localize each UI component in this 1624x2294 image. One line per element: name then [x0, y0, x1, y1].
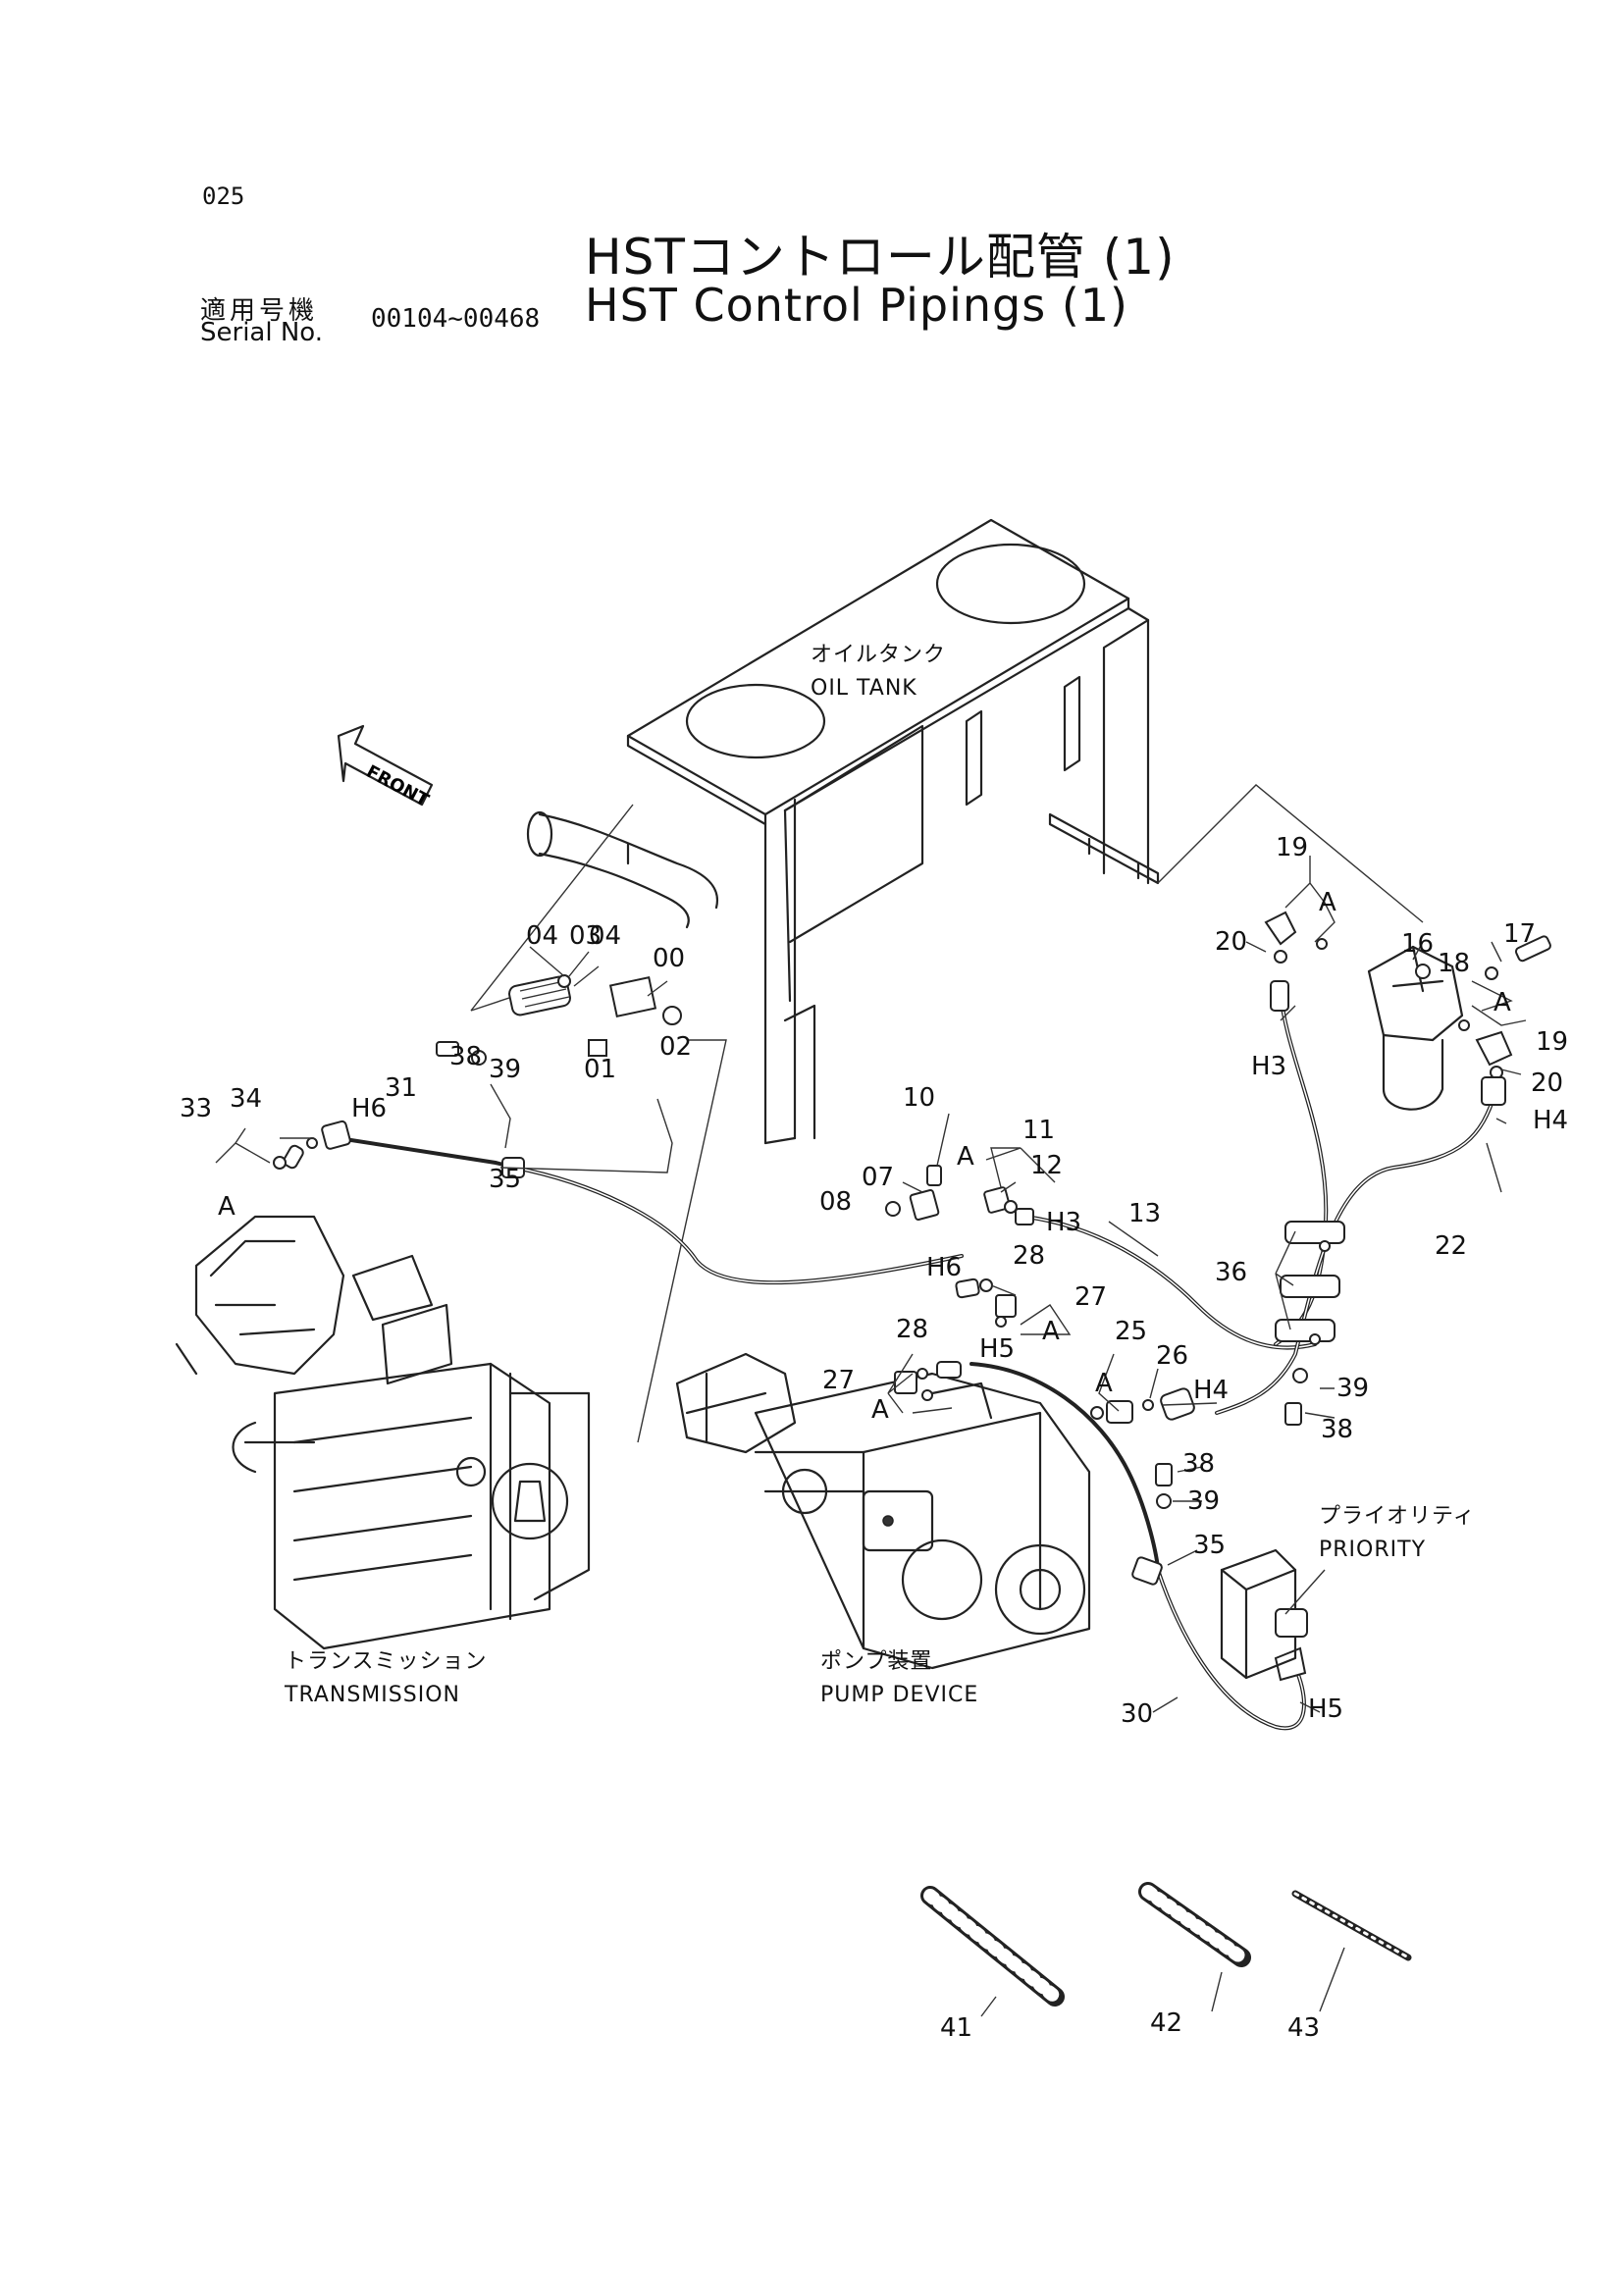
part-callout-27: 27 — [822, 1366, 855, 1395]
transmission-body — [175, 1215, 591, 1650]
part-callout-39: 39 — [1336, 1374, 1369, 1403]
part-callout-17: 17 — [1503, 919, 1536, 949]
transmission-label-jp: トランスミッション — [285, 1649, 488, 1674]
view-marker-a: A — [218, 1192, 236, 1222]
part-callout-10: 10 — [903, 1083, 935, 1113]
part-callout-36: 36 — [1215, 1258, 1247, 1287]
front-arrow-label: FRONT — [363, 761, 433, 811]
clamp-bolt-upper — [436, 1041, 487, 1066]
view-marker-a: A — [1042, 1317, 1060, 1346]
part-callout-31: 31 — [385, 1073, 417, 1103]
pump-device-label-en: PUMP DEVICE — [820, 1683, 978, 1707]
part-callout-30: 30 — [1121, 1699, 1153, 1729]
serial-label-japanese: 適用号機 — [200, 296, 319, 326]
view-marker-a: A — [1493, 988, 1511, 1017]
page-title-japanese: HSTコントロール配管 (1) — [585, 229, 1176, 286]
spare-sleeves — [920, 1882, 1412, 2007]
part-callout-26: 26 — [1156, 1341, 1188, 1371]
part-callout-16: 16 — [1401, 929, 1434, 959]
part-callout-11: 11 — [1022, 1116, 1055, 1145]
transmission-label-en: TRANSMISSION — [284, 1683, 460, 1707]
part-callout-03: 03 — [569, 921, 602, 951]
page-title-english: HST Control Pipings (1) — [585, 279, 1128, 332]
part-callout-08: 08 — [819, 1187, 852, 1217]
part-callout-38: 38 — [449, 1042, 482, 1071]
hose-callout-h5: H5 — [1308, 1694, 1343, 1724]
part-callout-00: 00 — [653, 944, 685, 973]
priority-valve — [1220, 1548, 1308, 1680]
part-callout-43: 43 — [1287, 2013, 1320, 2043]
part-callout-28: 28 — [896, 1315, 928, 1344]
view-marker-a: A — [871, 1395, 889, 1425]
part-callout-07: 07 — [862, 1163, 894, 1192]
part-callout-33: 33 — [180, 1094, 212, 1123]
part-callout-12: 12 — [1030, 1151, 1063, 1180]
filter-16 — [1367, 945, 1464, 1111]
part-callout-04: 04 — [589, 921, 621, 951]
part-callout-35: 35 — [1193, 1531, 1226, 1560]
part-callout-01: 01 — [584, 1055, 616, 1084]
part-callout-42: 42 — [1150, 2008, 1182, 2038]
page-number: 025 — [202, 182, 245, 210]
part-callout-13: 13 — [1128, 1199, 1161, 1228]
oil-tank-label-jp: オイルタンク — [811, 643, 946, 667]
fittings-27-28 — [894, 1277, 1017, 1401]
clamps-36 — [1275, 1221, 1345, 1345]
view-marker-a: A — [957, 1142, 974, 1172]
part-callout-02: 02 — [659, 1032, 692, 1062]
part-callout-34: 34 — [230, 1084, 262, 1114]
priority-label-en: PRIORITY — [1319, 1538, 1426, 1562]
filter-assembly — [508, 974, 682, 1057]
serial-range: 00104~00468 — [371, 304, 541, 334]
hose-callout-h6: H6 — [351, 1094, 387, 1123]
view-marker-a: A — [1095, 1369, 1113, 1398]
hose-callout-h3: H3 — [1046, 1208, 1081, 1237]
part-callout-38: 38 — [1321, 1415, 1353, 1444]
priority-label-jp: プライオリティ — [1319, 1504, 1476, 1529]
pump-device-label-jp: ポンプ装置 — [820, 1649, 932, 1674]
part-callout-18: 18 — [1438, 949, 1470, 978]
clamp-bolt-mid — [1155, 1463, 1173, 1509]
hose-callout-h4: H4 — [1193, 1376, 1229, 1405]
part-callout-25: 25 — [1115, 1317, 1147, 1346]
part-callout-20: 20 — [1215, 927, 1247, 957]
part-callout-39: 39 — [489, 1055, 521, 1084]
part-callout-41: 41 — [940, 2013, 972, 2043]
part-callout-19: 19 — [1276, 833, 1308, 862]
hose-callout-h5: H5 — [979, 1334, 1015, 1364]
part-callout-38: 38 — [1182, 1449, 1215, 1479]
oil-tank-frame — [526, 518, 1160, 1145]
hose-callout-h6: H6 — [926, 1253, 962, 1282]
part-callout-28: 28 — [1013, 1241, 1045, 1271]
leader-lines — [215, 856, 1527, 1713]
part-callout-39: 39 — [1187, 1486, 1220, 1516]
oil-tank-label-en: OIL TANK — [811, 676, 917, 701]
part-callout-04: 04 — [526, 921, 558, 951]
part-callout-20: 20 — [1531, 1069, 1563, 1098]
part-callout-22: 22 — [1435, 1231, 1467, 1261]
hose-callout-h4: H4 — [1533, 1106, 1568, 1135]
front-arrow: FRONT — [337, 724, 434, 811]
fittings-07-12 — [885, 1165, 1018, 1221]
serial-label-english: Serial No. — [200, 318, 323, 347]
part-callout-19: 19 — [1536, 1027, 1568, 1057]
part-callout-35: 35 — [489, 1165, 521, 1194]
hose-callout-h3: H3 — [1251, 1052, 1286, 1081]
part-callout-27: 27 — [1074, 1282, 1107, 1312]
view-marker-a: A — [1319, 888, 1336, 917]
